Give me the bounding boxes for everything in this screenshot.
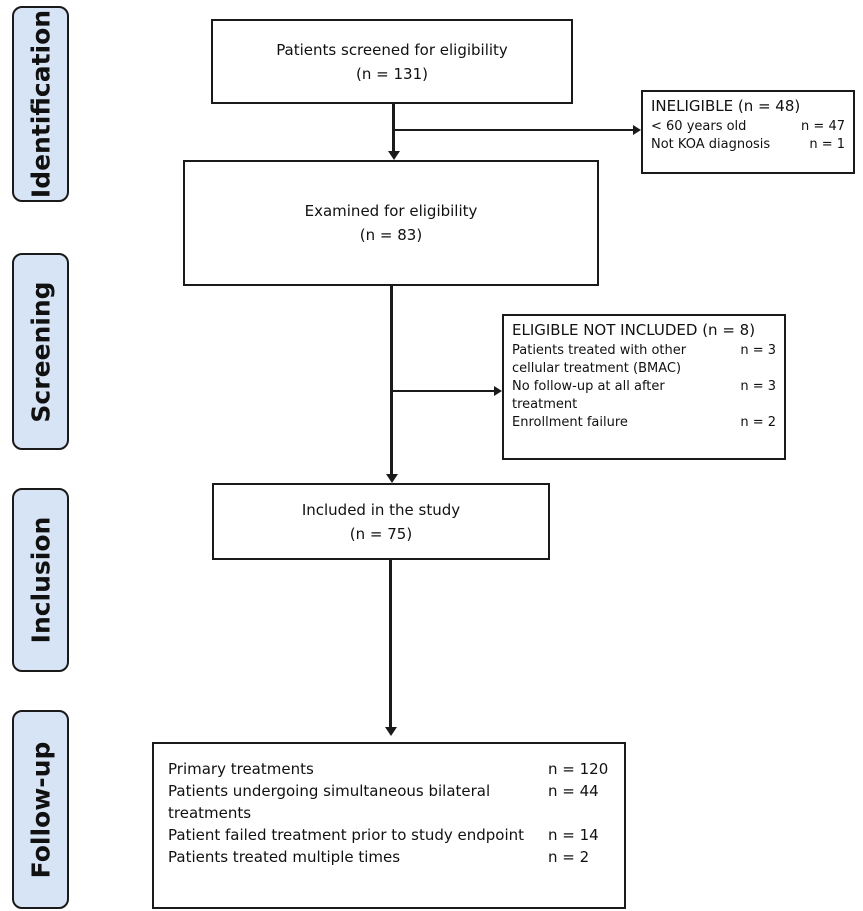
follow-up-item-count: n = 14 bbox=[548, 826, 599, 844]
screened-box: Patients screened for eligibility (n = 1… bbox=[211, 19, 573, 104]
phase-inclusion-label: Inclusion bbox=[26, 516, 55, 644]
not-included-item-label: Enrollment failure bbox=[512, 415, 628, 430]
phase-follow-up-label: Follow-up bbox=[26, 741, 55, 878]
not-included-title: ELIGIBLE NOT INCLUDED (n = 8) bbox=[512, 321, 756, 339]
ineligible-title: INELIGIBLE (n = 48) bbox=[651, 97, 801, 115]
follow-up-item-label: Patient failed treatment prior to study … bbox=[168, 826, 525, 844]
not-included-item-count: n = 3 bbox=[740, 343, 776, 358]
screened-count: (n = 131) bbox=[356, 64, 428, 83]
connector-examined-included bbox=[390, 285, 393, 477]
follow-up-item-count: n = 44 bbox=[548, 782, 599, 800]
phase-screening-label: Screening bbox=[26, 280, 55, 423]
list-item: < 60 years old n = 47 bbox=[651, 118, 845, 136]
examined-box: Examined for eligibility (n = 83) bbox=[183, 160, 599, 286]
connector-screened-examined bbox=[392, 103, 395, 154]
arrow-to-included bbox=[386, 474, 398, 483]
ineligible-item-label: < 60 years old bbox=[651, 119, 747, 134]
ineligible-item-count: n = 47 bbox=[801, 119, 845, 134]
phase-follow-up: Follow-up bbox=[12, 710, 69, 909]
list-item: Patients treated multiple times n = 2 bbox=[168, 846, 610, 868]
phase-inclusion: Inclusion bbox=[12, 488, 69, 672]
connector-to-ineligible bbox=[393, 129, 633, 131]
included-label: Included in the study bbox=[301, 500, 461, 519]
phase-identification: Identification bbox=[12, 6, 69, 202]
list-item: Patients treated with other cellular tre… bbox=[512, 342, 776, 378]
included-count: (n = 75) bbox=[349, 524, 413, 543]
not-included-item-count: n = 3 bbox=[740, 379, 776, 394]
list-item: Primary treatments n = 120 bbox=[168, 758, 610, 780]
list-item: Not KOA diagnosis n = 1 bbox=[651, 136, 845, 154]
list-item: Patients undergoing simultaneous bilater… bbox=[168, 780, 610, 824]
arrow-to-follow-up bbox=[385, 727, 397, 736]
ineligible-item-count: n = 1 bbox=[809, 137, 845, 152]
follow-up-item-count: n = 2 bbox=[548, 848, 590, 866]
not-included-item-label: Patients treated with other cellular tre… bbox=[512, 343, 687, 376]
phase-identification-label: Identification bbox=[26, 9, 55, 199]
list-item: Patient failed treatment prior to study … bbox=[168, 824, 610, 846]
ineligible-item-label: Not KOA diagnosis bbox=[651, 137, 771, 152]
examined-count: (n = 83) bbox=[359, 226, 423, 244]
not-included-box: ELIGIBLE NOT INCLUDED (n = 8) Patients t… bbox=[502, 314, 786, 460]
examined-label: Examined for eligibility bbox=[304, 202, 478, 220]
connector-to-not-included bbox=[391, 390, 494, 392]
follow-up-item-count: n = 120 bbox=[548, 760, 609, 778]
arrow-to-ineligible bbox=[633, 125, 641, 135]
follow-up-box: Primary treatments n = 120 Patients unde… bbox=[152, 742, 626, 909]
screened-label: Patients screened for eligibility bbox=[276, 40, 508, 59]
follow-up-item-label: Primary treatments bbox=[168, 760, 314, 778]
list-item: No follow-up at all after treatment n = … bbox=[512, 378, 776, 414]
follow-up-item-label: Patients treated multiple times bbox=[168, 848, 401, 866]
included-box: Included in the study (n = 75) bbox=[212, 483, 550, 560]
connector-included-follow-up bbox=[389, 559, 392, 730]
follow-up-item-label: Patients undergoing simultaneous bilater… bbox=[168, 782, 491, 822]
phase-screening: Screening bbox=[12, 253, 69, 450]
arrow-to-examined bbox=[388, 151, 400, 160]
not-included-item-label: No follow-up at all after treatment bbox=[512, 379, 665, 412]
ineligible-box: INELIGIBLE (n = 48) < 60 years old n = 4… bbox=[641, 90, 855, 174]
list-item: Enrollment failure n = 2 bbox=[512, 414, 776, 432]
arrow-to-not-included bbox=[494, 386, 502, 396]
not-included-item-count: n = 2 bbox=[740, 415, 776, 430]
